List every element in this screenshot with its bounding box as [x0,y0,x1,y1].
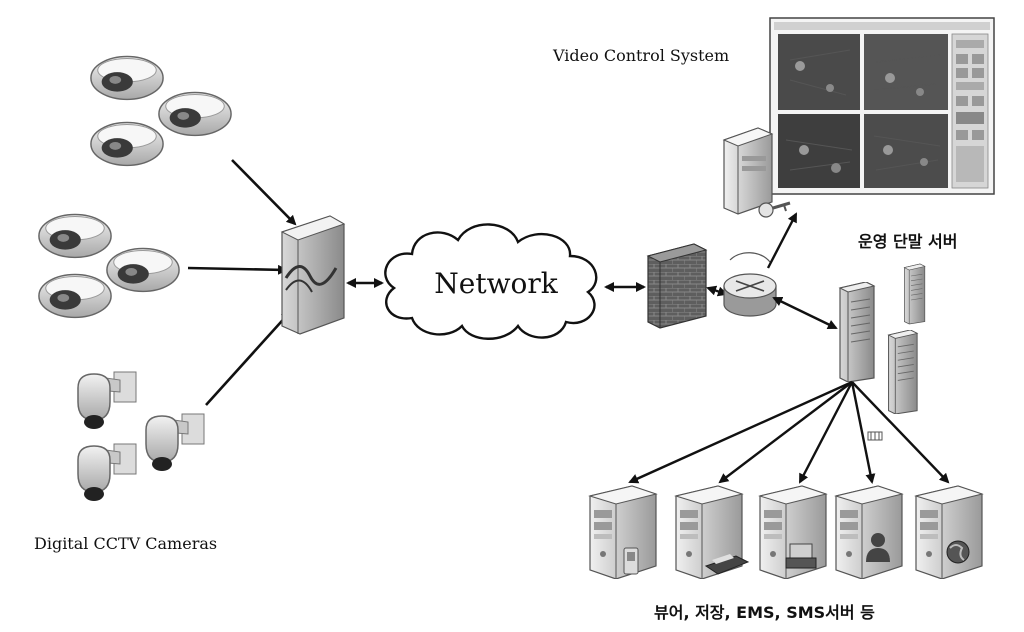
ptz-camera-icon [145,413,205,472]
control-panel [951,33,989,189]
arrow-to-ems [798,381,854,484]
video-control-label: Video Control System [552,46,729,65]
server-links [628,380,950,484]
arrow-cameras-mid [187,264,288,275]
arrow-router-servers [772,296,838,330]
dome-camera-icon [158,91,232,137]
ops-server-label: 운영 단말 서버 [858,232,957,251]
dome-camera-icon [106,247,180,293]
dome-camera-group-mid [38,213,180,319]
firewall-icon [646,243,708,329]
dome-camera-group-top [90,55,232,167]
phone-icon [623,547,639,575]
servers-label: 뷰어, 저장, EMS, SMS서버 등 [654,603,875,622]
arrow-cameras-top [231,159,297,226]
server-icon [835,485,903,579]
dome-camera-icon [90,55,164,101]
cameras-label: Digital CCTV Cameras [34,534,217,553]
arrow-firewall-router [706,285,728,297]
dome-camera-icon [90,121,164,167]
workstation-server-icon [722,127,774,215]
cloud-icon [384,223,598,340]
dome-camera-icon [38,213,112,259]
network-switch-icon [280,215,346,335]
tower-server-icon [888,330,918,414]
arrow-to-sms [850,381,876,484]
arrow-router-video [766,212,798,269]
printer-icon [704,554,750,575]
connector-icon [867,431,883,441]
camera-links [187,159,297,406]
arrow-to-storage [718,381,853,484]
arrow-cameras-bottom [205,310,292,406]
key-icon [758,201,791,218]
arrow-to-viewer [628,380,853,484]
ptz-camera-icon [77,371,137,430]
monitor-icon [769,17,995,195]
video-feed-grid [778,34,948,188]
scanner-icon [785,543,817,569]
user-icon [866,533,890,562]
router-icon [723,252,777,317]
server-icon [589,485,657,579]
tower-server-icon [904,263,926,325]
server-icon [915,485,983,579]
ptz-camera-group [77,371,205,502]
tower-server-icon [839,282,875,382]
arrow-to-other [851,381,950,484]
globe-icon [946,540,970,564]
dome-camera-icon [38,273,112,319]
ptz-camera-icon [77,443,137,502]
network-label: Network [434,267,559,300]
